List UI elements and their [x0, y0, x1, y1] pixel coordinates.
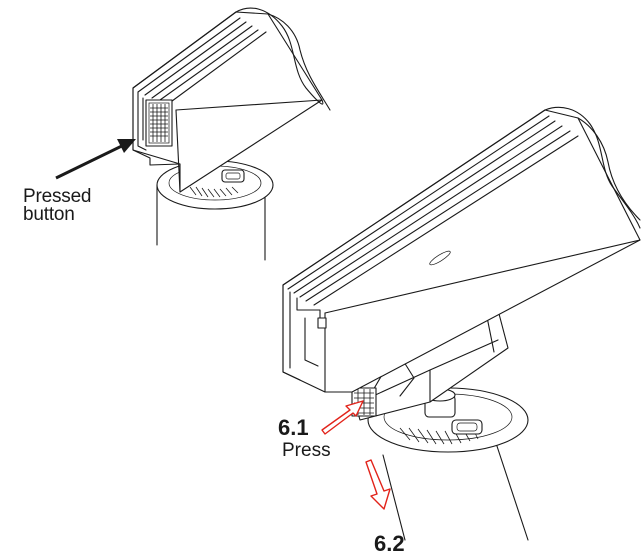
pressed-label-line1: Pressed	[23, 186, 92, 207]
button-grid-top	[150, 104, 168, 142]
red-outline-down-arrow-icon	[365, 459, 391, 510]
step-6-2-number: 6.2	[374, 531, 405, 556]
black-arrow-icon	[55, 139, 136, 180]
top-assembly	[132, 7, 331, 261]
step-6-1-number: 6.1	[278, 415, 309, 440]
step-6-1-action: Press	[282, 440, 331, 461]
base-grip-top	[189, 186, 239, 198]
bottom-assembly	[282, 106, 641, 541]
pressed-label-line2: button	[23, 204, 75, 225]
red-outline-arrow-icon	[321, 400, 364, 435]
pressed-button-label: Pressed button	[23, 186, 92, 225]
